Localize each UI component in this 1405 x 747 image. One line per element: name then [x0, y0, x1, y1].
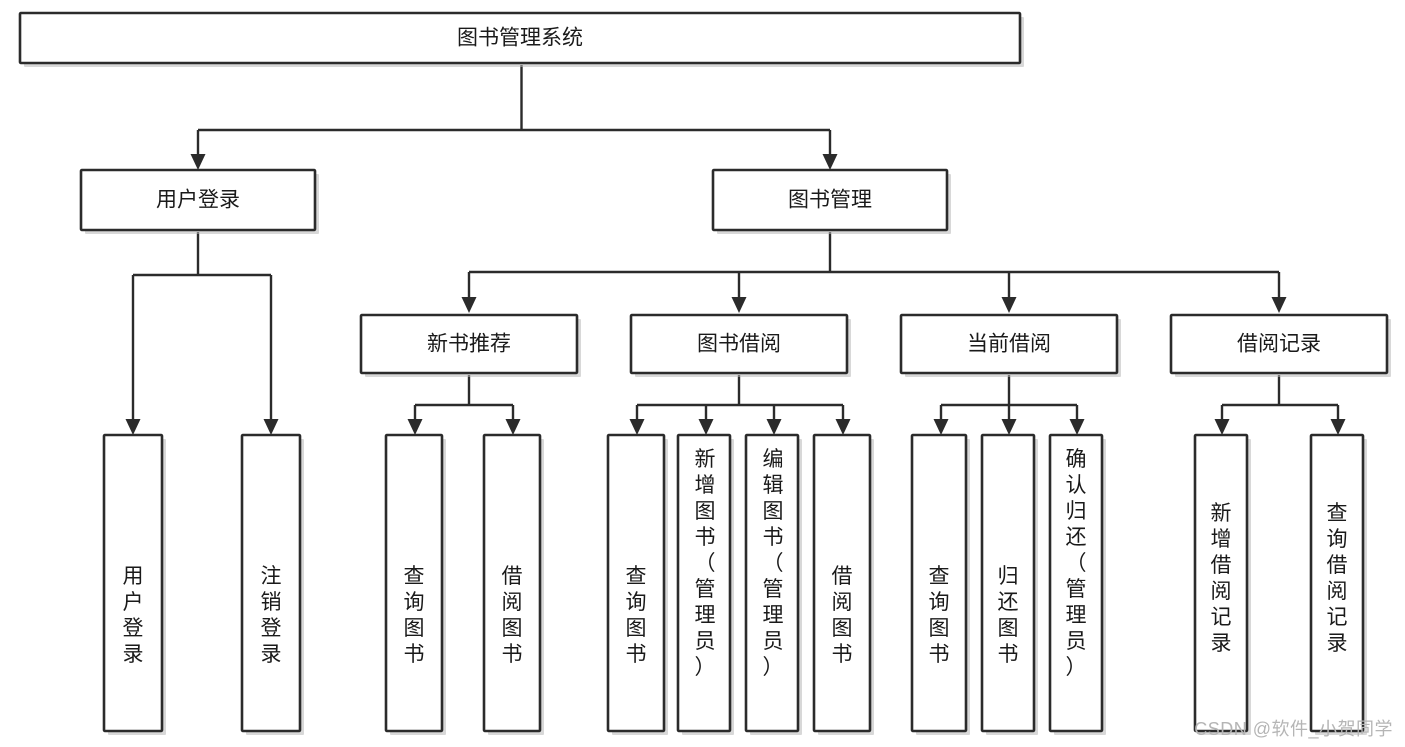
node-leaf-query-book-2-box[interactable]: [606, 433, 666, 733]
node-leaf-user-login[interactable]: 用户登录: [102, 433, 166, 735]
node-leaf-edit-book-box[interactable]: [744, 433, 800, 733]
node-leaf-confirm-return-label: 确认归还（管理员）: [1066, 448, 1087, 679]
node-book-borrow-box[interactable]: [629, 313, 849, 375]
arrow-to-leaf-edit-book: [766, 419, 782, 435]
node-current-borrow[interactable]: 当前借阅: [899, 313, 1121, 377]
arrow-to-leaf-return-book: [1001, 419, 1017, 435]
node-user-login-box[interactable]: [79, 168, 317, 232]
arrow-to-user-login: [190, 154, 206, 170]
arrow-to-leaf-query-book-1: [407, 419, 423, 435]
arrow-to-borrow-record: [1271, 297, 1287, 313]
node-book-borrow-label: 图书借阅: [697, 333, 781, 356]
node-leaf-confirm-return[interactable]: 确认归还（管理员）: [1048, 433, 1106, 735]
node-leaf-add-book[interactable]: 新增图书（管理员）: [676, 433, 734, 735]
arrow-to-leaf-query-book-2: [629, 419, 645, 435]
node-leaf-query-book-3-box[interactable]: [910, 433, 968, 733]
node-root-label: 图书管理系统: [457, 27, 583, 50]
node-book-manage[interactable]: 图书管理: [711, 168, 951, 234]
node-leaf-add-book-box[interactable]: [676, 433, 732, 733]
node-root-box[interactable]: [18, 11, 1022, 65]
node-leaf-borrow-book-1-label: 借阅图书: [502, 565, 523, 666]
arrow-to-current-borrow: [1001, 297, 1017, 313]
arrow-to-leaf-query-book-3: [933, 419, 949, 435]
node-leaf-add-record[interactable]: 新增借阅记录: [1193, 433, 1251, 735]
node-leaf-borrow-book-2[interactable]: 借阅图书: [812, 433, 874, 735]
node-leaf-query-book-3-label: 查询图书: [929, 565, 950, 666]
arrow-to-leaf-borrow-book-2: [835, 419, 851, 435]
node-leaf-return-book-label: 归还图书: [998, 565, 1019, 666]
node-leaf-query-record-label: 查询借阅记录: [1327, 502, 1348, 655]
node-leaf-user-login-box[interactable]: [102, 433, 164, 733]
node-borrow-record[interactable]: 借阅记录: [1169, 313, 1391, 377]
node-leaf-borrow-book-1[interactable]: 借阅图书: [482, 433, 544, 735]
arrow-to-leaf-add-record: [1214, 419, 1230, 435]
arrow-to-leaf-add-book: [698, 419, 714, 435]
arrow-to-leaf-user-login: [125, 419, 141, 435]
node-leaf-return-book-box[interactable]: [980, 433, 1036, 733]
node-leaf-logout-login-label: 注销登录: [261, 565, 282, 666]
arrow-to-new-book-recommend: [461, 297, 477, 313]
node-borrow-record-box[interactable]: [1169, 313, 1389, 375]
node-book-manage-label: 图书管理: [788, 189, 872, 212]
node-leaf-add-record-label: 新增借阅记录: [1211, 502, 1232, 655]
node-leaf-query-book-1-box[interactable]: [384, 433, 444, 733]
node-new-book-recommend-box[interactable]: [359, 313, 579, 375]
node-leaf-add-record-box[interactable]: [1193, 433, 1249, 733]
node-leaf-borrow-book-2-label: 借阅图书: [832, 565, 853, 666]
node-book-borrow[interactable]: 图书借阅: [629, 313, 851, 377]
node-new-book-recommend-label: 新书推荐: [427, 333, 511, 356]
node-leaf-query-record[interactable]: 查询借阅记录: [1309, 433, 1367, 735]
node-leaf-query-book-2[interactable]: 查询图书: [606, 433, 668, 735]
node-leaf-query-book-1-label: 查询图书: [404, 565, 425, 666]
node-leaf-borrow-book-1-box[interactable]: [482, 433, 542, 733]
node-leaf-user-login-label: 用户登录: [123, 565, 144, 666]
node-leaf-logout-login[interactable]: 注销登录: [240, 433, 304, 735]
node-leaf-return-book[interactable]: 归还图书: [980, 433, 1038, 735]
node-current-borrow-box[interactable]: [899, 313, 1119, 375]
arrow-to-book-manage: [822, 154, 838, 170]
node-leaf-edit-book-label: 编辑图书（管理员）: [763, 448, 784, 679]
arrow-to-leaf-query-record: [1330, 419, 1346, 435]
node-leaf-query-book-2-label: 查询图书: [626, 565, 647, 666]
node-root[interactable]: 图书管理系统: [18, 11, 1024, 67]
node-leaf-borrow-book-2-box[interactable]: [812, 433, 872, 733]
node-leaf-confirm-return-box[interactable]: [1048, 433, 1104, 733]
leaf-nodes-layer: 用户登录 注销登录 查询图书 借阅图书 查询图书: [102, 433, 1367, 735]
arrow-to-leaf-borrow-book-1: [505, 419, 521, 435]
node-borrow-record-label: 借阅记录: [1237, 333, 1321, 356]
node-user-login[interactable]: 用户登录: [79, 168, 319, 234]
node-leaf-query-book-3[interactable]: 查询图书: [910, 433, 970, 735]
node-current-borrow-label: 当前借阅: [967, 333, 1051, 356]
node-user-login-label: 用户登录: [156, 189, 240, 212]
node-leaf-edit-book[interactable]: 编辑图书（管理员）: [744, 433, 802, 735]
node-leaf-query-book-1[interactable]: 查询图书: [384, 433, 446, 735]
connector-layer: [125, 65, 1346, 435]
arrow-to-book-borrow: [731, 297, 747, 313]
node-leaf-query-record-box[interactable]: [1309, 433, 1365, 733]
node-new-book-recommend[interactable]: 新书推荐: [359, 313, 581, 377]
node-leaf-logout-login-box[interactable]: [240, 433, 302, 733]
arrow-to-leaf-confirm-return: [1069, 419, 1085, 435]
node-leaf-add-book-label: 新增图书（管理员）: [695, 448, 716, 679]
node-book-manage-box[interactable]: [711, 168, 949, 232]
arrow-to-leaf-logout-login: [263, 419, 279, 435]
